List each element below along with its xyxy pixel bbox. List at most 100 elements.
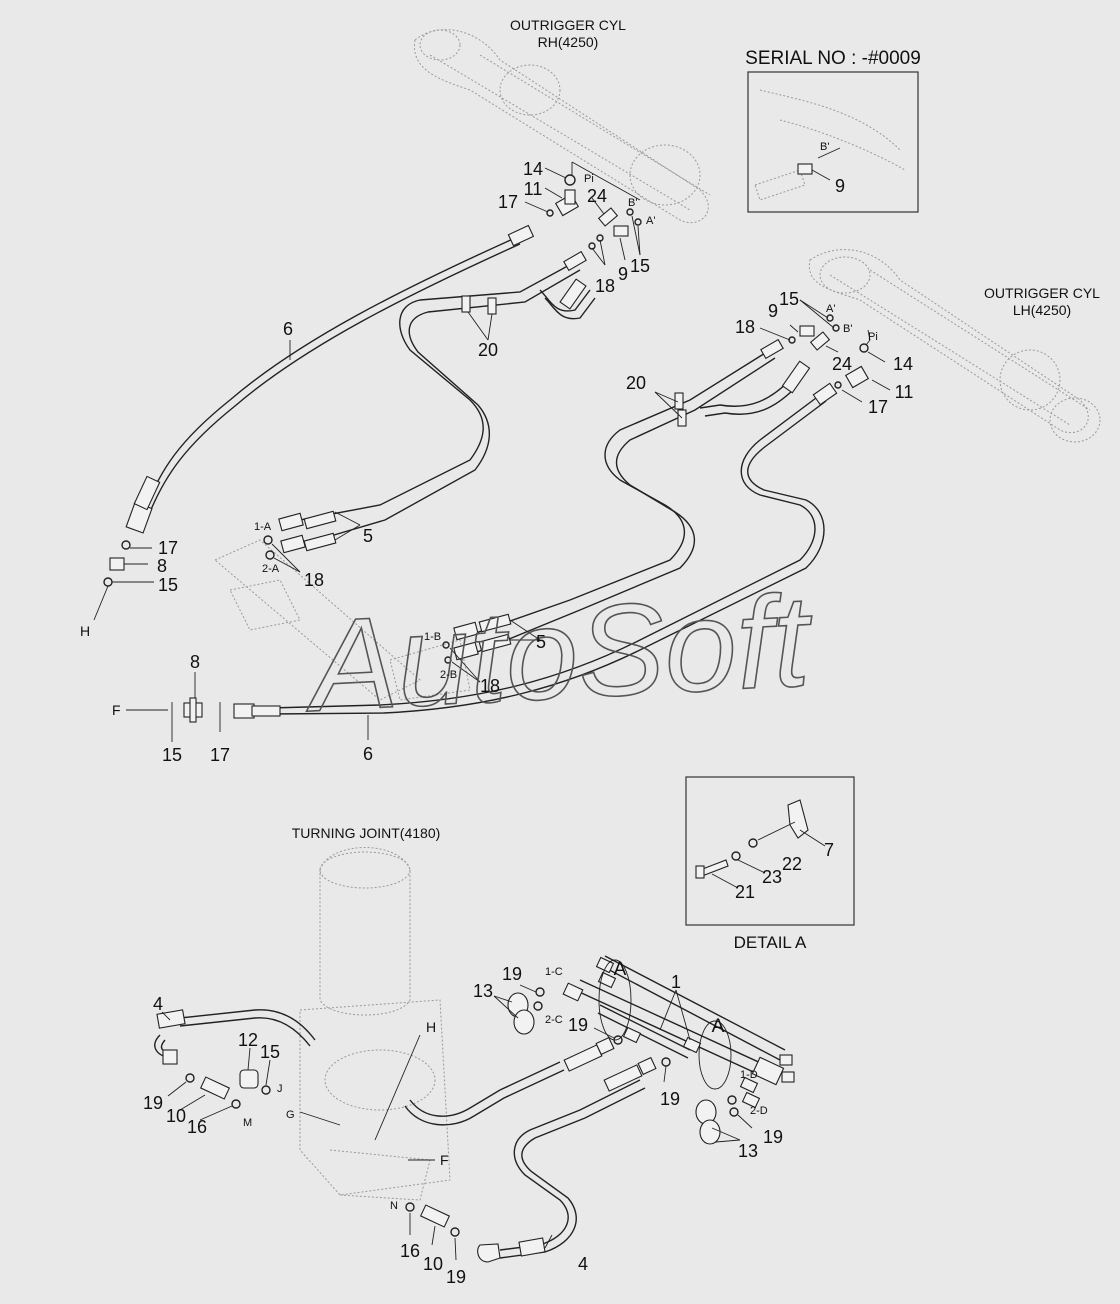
serial-no-title: SERIAL NO : -#0009 [745, 48, 921, 69]
callout-17: 17 [158, 538, 178, 558]
clamp-20a [461, 295, 471, 313]
callout-17: 17 [868, 397, 888, 417]
port-g: G [286, 1109, 295, 1121]
detail-a-marker: A [614, 959, 627, 980]
turning-joint-ghost [299, 847, 451, 1201]
adapter-8-upper [109, 557, 125, 571]
callout-16: 16 [187, 1117, 207, 1137]
detail-a-marker: A [712, 1016, 725, 1037]
clamp-7 [787, 799, 809, 839]
callout-17: 17 [498, 192, 518, 212]
callout-13: 13 [473, 981, 493, 1001]
adapter-10a [199, 1076, 231, 1100]
port-n: N [390, 1200, 398, 1212]
callout-11: 11 [524, 179, 543, 199]
frame-ghost [214, 539, 471, 701]
callout-4: 4 [578, 1254, 588, 1274]
turning-joint-title: TURNING JOINT(4180) [292, 825, 441, 841]
callout-13: 13 [738, 1141, 758, 1161]
rh-cylinder-ghost [414, 29, 711, 224]
callout-9: 9 [768, 301, 778, 321]
lh-cylinder-ghost [808, 249, 1101, 443]
port-2d: 2-D [750, 1105, 768, 1117]
rh-cyl-title: OUTRIGGER CYL [510, 17, 626, 33]
oring-14a [564, 174, 576, 186]
port-2a: 2-A [262, 563, 280, 575]
port-f-tj: F [440, 1152, 449, 1168]
hose-4-lower-end [477, 1243, 501, 1263]
callout-5: 5 [536, 632, 546, 652]
adapter-24a [597, 207, 619, 227]
lh-cyl-subtitle: LH(4250) [1013, 302, 1071, 318]
washer-22 [748, 838, 758, 848]
serial-fitting-9 [797, 163, 813, 175]
rh-cyl-subtitle: RH(4250) [538, 34, 599, 50]
pipe-assembly-1 [574, 955, 786, 1076]
callout-10: 10 [166, 1106, 186, 1126]
callout-23: 23 [762, 867, 782, 887]
port-b-prime: B' [628, 197, 637, 209]
callout-24: 24 [832, 354, 852, 374]
callout-15: 15 [260, 1042, 280, 1062]
port-1a: 1-A [254, 521, 272, 533]
adapter-24b [809, 331, 831, 351]
hose-4-lower [499, 1079, 646, 1259]
port-f: F [112, 702, 121, 718]
leaders-upper [112, 161, 891, 740]
callout-9: 9 [618, 264, 628, 284]
connector-9b [799, 325, 815, 337]
callout-7: 7 [824, 840, 834, 860]
port-2b: 2-B [440, 669, 457, 681]
plugs-13-left [507, 992, 535, 1035]
callout-10: 10 [423, 1254, 443, 1274]
callout-18: 18 [735, 317, 755, 337]
hose-6-fitting-left [233, 703, 255, 719]
watermark: AutoSoft [300, 567, 817, 740]
callout-19: 19 [143, 1093, 163, 1113]
callout-17: 17 [210, 745, 230, 765]
callout-12: 12 [238, 1030, 258, 1050]
callout-19: 19 [763, 1127, 783, 1147]
callout-15: 15 [630, 256, 650, 276]
hose-5-upper-pair [299, 261, 596, 546]
hose-right-long [404, 1061, 565, 1126]
callout-6: 6 [363, 744, 373, 764]
hose-4-left-end [162, 1049, 178, 1065]
callout-5: 5 [363, 526, 373, 546]
hose-6-lower [269, 394, 827, 715]
callout-19: 19 [568, 1015, 588, 1035]
callout-22: 22 [782, 854, 802, 874]
serial-inset-frame [747, 71, 919, 213]
elbow-11b [844, 365, 870, 389]
callout-18: 18 [304, 570, 324, 590]
callout-8: 8 [190, 652, 200, 672]
lh-cyl-title: OUTRIGGER CYL [984, 285, 1100, 301]
leaders-lower [161, 984, 753, 1261]
port-pi: Pi [584, 173, 594, 185]
callout-19: 19 [446, 1267, 466, 1287]
callout-8: 8 [157, 556, 167, 576]
port-m: M [243, 1117, 252, 1129]
callout-14: 14 [893, 354, 913, 374]
callout-11: 11 [895, 382, 914, 402]
callout-15: 15 [158, 575, 178, 595]
callout-15: 15 [162, 745, 182, 765]
port-b-prime-serial: B' [820, 141, 829, 153]
port-b-prime: B' [843, 323, 852, 335]
callout-18: 18 [480, 676, 500, 696]
oring-14b [859, 343, 869, 353]
port-a-prime: A' [826, 303, 835, 315]
port-h: H [80, 623, 90, 639]
detail-a-mark-2 [698, 1020, 732, 1090]
hose-6-upper [144, 237, 521, 513]
detail-a-mark-1 [598, 959, 632, 1041]
adapter-10b [419, 1204, 451, 1228]
connector-9a [613, 225, 629, 237]
serial-inset-ghost [759, 89, 906, 171]
callout-20: 20 [626, 373, 646, 393]
port-h-tj: H [426, 1019, 436, 1035]
callout-19: 19 [502, 964, 522, 984]
port-1c: 1-C [545, 966, 563, 978]
